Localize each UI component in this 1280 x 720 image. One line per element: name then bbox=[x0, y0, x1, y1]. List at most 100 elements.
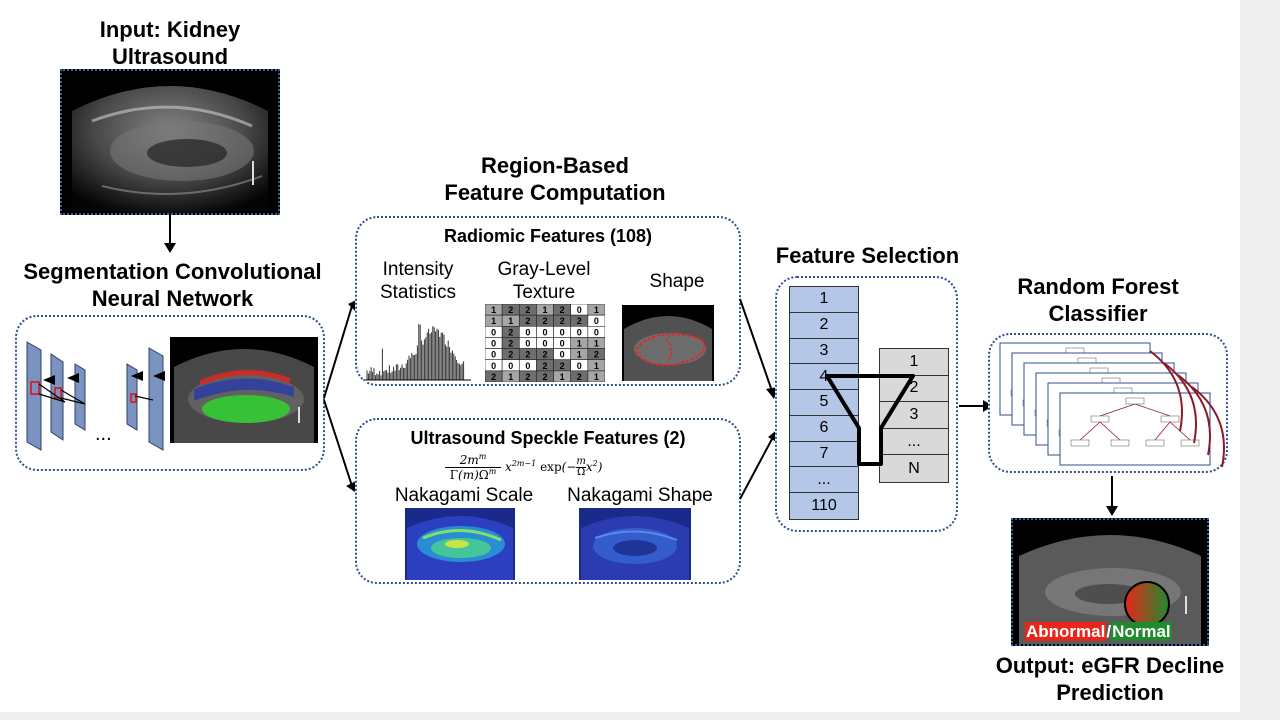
nakagami-scale-map bbox=[405, 508, 515, 580]
segmentation-panel: ... bbox=[15, 315, 325, 471]
matrix-value: 1 bbox=[594, 339, 599, 349]
all-feature-cell: 4 bbox=[790, 364, 858, 391]
matrix-value: 0 bbox=[542, 327, 547, 337]
matrix-value: 2 bbox=[577, 316, 582, 326]
matrix-value: 2 bbox=[542, 316, 547, 326]
matrix-value: 1 bbox=[560, 372, 565, 382]
decision-tree-card bbox=[1059, 392, 1211, 466]
matrix-value: 2 bbox=[542, 372, 547, 382]
matrix-value: 2 bbox=[560, 361, 565, 371]
speckle-title: Ultrasound Speckle Features (2) bbox=[410, 428, 686, 448]
selected-feature-cell: 3 bbox=[880, 402, 948, 429]
matrix-value: 2 bbox=[508, 305, 513, 315]
matrix-value: 1 bbox=[508, 372, 513, 382]
selected-feature-cell: N bbox=[908, 459, 920, 477]
random-forest-panel bbox=[988, 333, 1228, 473]
matrix-value: 1 bbox=[594, 305, 599, 315]
prediction-label: Abnormal/Normal bbox=[1025, 622, 1172, 642]
matrix-value: 0 bbox=[560, 339, 565, 349]
matrix-value: 2 bbox=[491, 372, 496, 382]
matrix-value: 2 bbox=[508, 339, 513, 349]
matrix-value: 0 bbox=[491, 327, 496, 337]
nakagami-shape-label: Nakagami Shape bbox=[567, 485, 713, 506]
matrix-value: 0 bbox=[594, 316, 599, 326]
funnel-icon bbox=[825, 374, 915, 466]
matrix-value: 1 bbox=[594, 361, 599, 371]
segmentation-title: Segmentation Convolutional Neural Networ… bbox=[23, 259, 322, 311]
nakagami-scale-label: Nakagami Scale bbox=[394, 485, 534, 506]
matrix-value: 0 bbox=[508, 361, 513, 371]
matrix-value: 2 bbox=[560, 305, 565, 315]
matrix-value: 1 bbox=[542, 305, 547, 315]
nakagami-shape-map bbox=[579, 508, 691, 580]
matrix-value: 2 bbox=[525, 305, 530, 315]
matrix-value: 2 bbox=[525, 350, 530, 360]
arrow-forest-to-output bbox=[1106, 476, 1118, 516]
matrix-value: 0 bbox=[525, 339, 530, 349]
all-feature-cell: 1 bbox=[790, 287, 858, 313]
region-title: Region-Based Feature Computation bbox=[444, 153, 666, 205]
intensity-histogram bbox=[363, 304, 471, 382]
shape-ultrasound-image bbox=[622, 305, 714, 381]
matrix-value: 1 bbox=[594, 372, 599, 382]
slash-label: / bbox=[1106, 622, 1112, 641]
cnn-ellipsis: ... bbox=[95, 423, 112, 445]
matrix-value: 0 bbox=[577, 305, 582, 315]
matrix-value: 0 bbox=[491, 339, 496, 349]
intensity-label: Intensity Statistics bbox=[379, 259, 457, 303]
tree-aggregation-arrow bbox=[1177, 374, 1211, 456]
all-feature-cell: 6 bbox=[790, 416, 858, 442]
all-feature-cell: 5 bbox=[790, 390, 858, 416]
arrow-input-to-cnn bbox=[164, 215, 176, 253]
matrix-value: 2 bbox=[525, 372, 530, 382]
radiomic-title: Radiomic Features (108) bbox=[443, 226, 653, 246]
forest-title: Random Forest Classifier bbox=[1017, 274, 1179, 326]
output-title: Output: eGFR Decline Prediction bbox=[995, 653, 1225, 705]
speckle-features-panel: Ultrasound Speckle Features (2) 2mm Γ(m)… bbox=[355, 418, 741, 584]
matrix-value: 0 bbox=[491, 350, 496, 360]
abnormal-label: Abnormal bbox=[1025, 622, 1107, 641]
all-feature-cell: 7 bbox=[790, 442, 858, 468]
matrix-value: 2 bbox=[594, 350, 599, 360]
all-feature-cell: 2 bbox=[790, 313, 858, 339]
selected-feature-cell: ... bbox=[880, 429, 948, 456]
matrix-value: 0 bbox=[560, 350, 565, 360]
matrix-value: 2 bbox=[525, 316, 530, 326]
input-title: Input: Kidney Ultrasound bbox=[99, 17, 241, 69]
matrix-value: 0 bbox=[577, 361, 582, 371]
decision-trees-stack bbox=[999, 342, 1225, 468]
output-ultrasound-image: Abnormal/Normal bbox=[1011, 518, 1209, 646]
matrix-value: 0 bbox=[577, 327, 582, 337]
matrix-value: 2 bbox=[542, 361, 547, 371]
radiomic-features-panel: Radiomic Features (108) Intensity Statis… bbox=[355, 216, 741, 386]
tree-aggregation-arrow bbox=[1149, 350, 1183, 432]
selection-title: Feature Selection bbox=[775, 243, 960, 268]
matrix-value: 0 bbox=[525, 361, 530, 371]
matrix-value: 1 bbox=[577, 339, 582, 349]
matrix-value: 2 bbox=[542, 350, 547, 360]
all-feature-cell: 110 bbox=[811, 497, 837, 515]
matrix-value: 1 bbox=[491, 316, 496, 326]
all-feature-cell: 3 bbox=[790, 339, 858, 365]
matrix-value: 0 bbox=[594, 327, 599, 337]
shape-label: Shape bbox=[649, 271, 705, 292]
selected-feature-cell: 2 bbox=[880, 376, 948, 403]
tree-aggregation-arrow bbox=[1163, 362, 1197, 444]
matrix-value: 0 bbox=[525, 327, 530, 337]
diagram-canvas: Input: Kidney Ultrasound Segmentation Co… bbox=[0, 0, 1240, 712]
segmented-ultrasound-image bbox=[170, 337, 318, 443]
matrix-value: 0 bbox=[491, 361, 496, 371]
matrix-value: 2 bbox=[508, 327, 513, 337]
matrix-value: 2 bbox=[560, 316, 565, 326]
matrix-value: 1 bbox=[508, 316, 513, 326]
matrix-value: 0 bbox=[560, 327, 565, 337]
all-feature-cell: ... bbox=[790, 467, 858, 494]
input-ultrasound-image bbox=[60, 69, 280, 215]
cnn-layers-icon: ... bbox=[26, 341, 165, 451]
gray-level-texture-label: Gray-Level Texture bbox=[497, 259, 591, 303]
tree-aggregation-arrow bbox=[1191, 386, 1225, 468]
